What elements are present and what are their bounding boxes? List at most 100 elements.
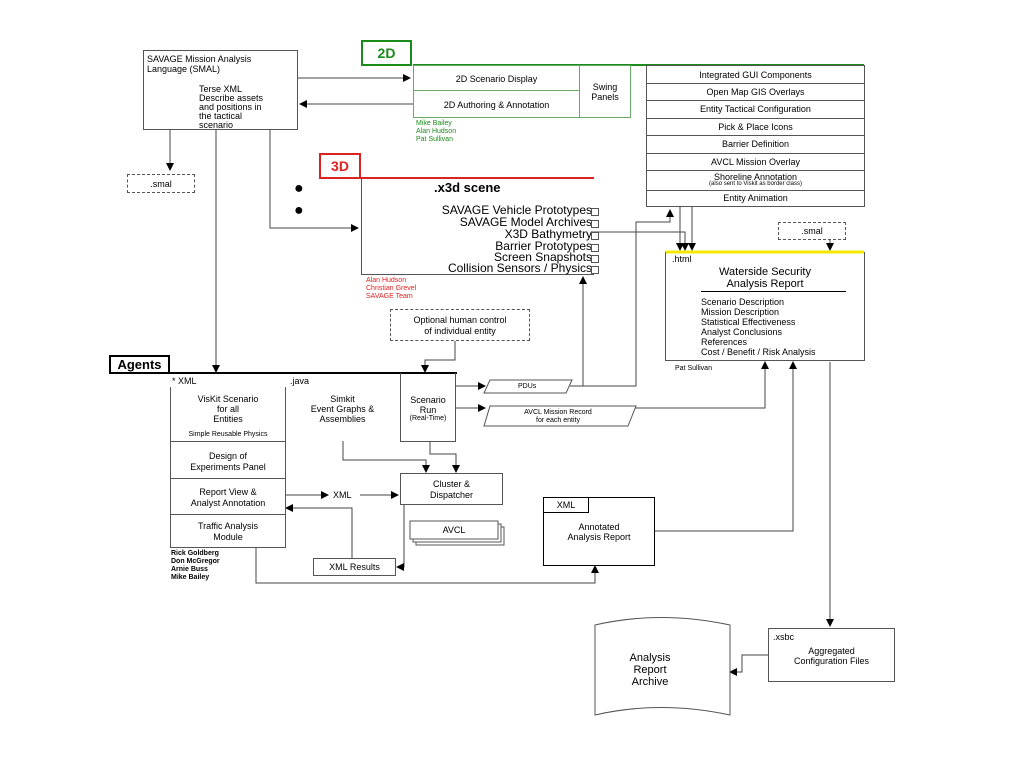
report-item-5: References — [701, 337, 748, 347]
swing-line1: Swing — [592, 82, 618, 92]
three-d-credit-3: SAVAGE Team — [366, 293, 413, 300]
gui-row-2: Open Map GIS Overlays — [647, 83, 864, 101]
two-d-authoring: 2D Authoring & Annotation — [413, 90, 580, 118]
report-credit: Pat Sullivan — [675, 365, 712, 372]
annotated-report: XML Annotated Analysis Report — [543, 497, 655, 566]
gui-components-panel: Integrated GUI Components Open Map GIS O… — [646, 65, 865, 207]
traffic-line2: Module — [213, 532, 243, 542]
report-title-line2: Analysis Report — [726, 278, 804, 290]
annotated-line2: Analysis Report — [567, 532, 631, 542]
smal-desc-line3: and positions in — [199, 102, 262, 112]
annotated-xml-tag-label: XML — [556, 500, 576, 510]
archive-line3: Archive — [631, 676, 669, 688]
cluster-line2: Dispatcher — [429, 490, 474, 500]
xsbc-file-label: .xsbc — [773, 632, 795, 642]
ellipsis-dot-2: ● — [294, 202, 304, 219]
x3d-scene-box: .x3d scene — [361, 178, 594, 275]
scenario-run-box: Scenario Run (Real-Time) — [400, 373, 456, 442]
archive-line2: Report — [633, 664, 667, 676]
xml-results-label: XML Results — [329, 562, 380, 572]
pdus-label: PDUs — [518, 383, 537, 390]
doe-line2: Experiments Panel — [190, 462, 266, 472]
agents-xml-label: * XML — [172, 376, 197, 386]
x3d-item-3: X3D Bathymetry — [504, 227, 592, 241]
agents-credit-2: Don McGregor — [171, 558, 220, 565]
cluster-line1: Cluster & — [432, 479, 470, 489]
report-item-4: Analyst Conclusions — [701, 327, 783, 337]
x3d-item-4: Barrier Prototypes — [495, 239, 592, 253]
report-item-1: Scenario Description — [701, 297, 785, 307]
avcl-stack-label: AVCL — [442, 525, 466, 535]
viskit-scenario: VisKit Scenario for all Entities Simple … — [170, 387, 286, 442]
x3d-scene-title: .x3d scene — [434, 180, 501, 195]
report-rule — [701, 291, 846, 292]
agents-credit-4: Mike Bailey — [171, 574, 210, 581]
agents-java-label: .java — [290, 376, 310, 386]
optional-control-box: Optional human control of individual ent… — [390, 309, 530, 341]
report-view-line1: Report View & — [199, 487, 257, 497]
gui-row-5: Barrier Definition — [647, 135, 864, 154]
gui-row-4: Pick & Place Icons — [647, 118, 864, 136]
report-item-3: Statistical Effectiveness — [701, 317, 796, 327]
smal-file-right: .smal — [778, 222, 846, 240]
two-d-scenario-display: 2D Scenario Display — [413, 65, 580, 91]
viskit-line2: for all — [216, 404, 239, 414]
report-file-label: .html — [672, 254, 692, 264]
swing-line2: Panels — [591, 92, 619, 102]
report-item-6: Cost / Benefit / Risk Analysis — [701, 347, 816, 357]
gui-row-7-label: Shoreline Annotation — [713, 172, 798, 182]
smal-desc-line5: scenario — [199, 120, 234, 130]
gui-row-3-label: Entity Tactical Configuration — [700, 104, 811, 114]
smal-desc-line4: the tactical — [199, 111, 243, 121]
tab-2d: 2D — [361, 40, 412, 66]
viskit-line1: VisKit Scenario — [197, 394, 259, 404]
report-view-line2: Analyst Annotation — [190, 498, 266, 508]
swing-panels: Swing Panels — [579, 65, 631, 118]
archive-line1: Analysis — [629, 652, 671, 664]
gui-row-5-label: Barrier Definition — [721, 139, 790, 149]
tab-3d: 3D — [319, 153, 361, 179]
viskit-note: Simple Reusable Physics — [188, 431, 268, 438]
doe-line1: Design of — [208, 451, 248, 461]
x3d-item-2: SAVAGE Model Archives — [459, 215, 592, 229]
viskit-line3: Entities — [213, 414, 243, 424]
tab-agents: Agents — [109, 355, 170, 374]
two-d-scenario-display-label: 2D Scenario Display — [455, 74, 538, 84]
aggregated-line2: Configuration Files — [793, 656, 870, 666]
x3d-item-ports — [591, 208, 599, 274]
gui-row-1-label: Integrated GUI Components — [699, 70, 812, 80]
scenario-run-line1: Scenario — [410, 395, 446, 405]
archive-shape — [594, 617, 731, 716]
ellipsis-dot-1: ● — [294, 180, 304, 197]
gui-row-4-label: Pick & Place Icons — [718, 122, 793, 132]
aggregated-line1: Aggregated — [808, 646, 855, 656]
report-view: Report View & Analyst Annotation — [170, 478, 286, 515]
x3d-item-1: SAVAGE Vehicle Prototypes — [441, 203, 592, 217]
gui-row-1: Integrated GUI Components — [647, 66, 864, 84]
x3d-item-5: Screen Snapshots — [493, 250, 592, 264]
report-item-2: Mission Description — [701, 307, 780, 317]
traffic-line1: Traffic Analysis — [197, 521, 259, 531]
avcl-record-line1: AVCL Mission Record — [524, 409, 592, 416]
gui-row-7: Shoreline Annotation (also sent to Viski… — [647, 170, 864, 191]
smal-desc-line1: Terse XML — [199, 84, 243, 94]
agents-credit-1: Rick Goldberg — [171, 550, 219, 557]
gui-row-2-label: Open Map GIS Overlays — [706, 87, 805, 97]
smal-file-left-label: .smal — [150, 179, 172, 189]
simkit-line1: Simkit — [330, 394, 355, 404]
shoreline-note: (also sent to Viskit as border class) — [709, 181, 802, 187]
gui-row-6-label: AVCL Mission Overlay — [710, 157, 801, 167]
smal-title-line2: Language (SMAL) — [147, 64, 221, 74]
x3d-item-6: Collision Sensors / Physics — [447, 261, 592, 275]
smal-file-right-label: .smal — [801, 226, 823, 236]
smal-file-left: .smal — [127, 174, 195, 193]
three-d-credit-1: Alan Hudson — [366, 277, 407, 284]
two-d-credit-3: Pat Sullivan — [416, 136, 453, 143]
smal-desc-line2: Describe assets — [199, 93, 264, 103]
smal-box: SAVAGE Mission Analysis Language (SMAL) … — [143, 50, 298, 130]
gui-row-3: Entity Tactical Configuration — [647, 100, 864, 119]
optional-control-line2: of individual entity — [424, 326, 496, 336]
aggregated-config: .xsbc Aggregated Configuration Files — [768, 628, 895, 682]
gui-row-8-label: Entity Animation — [723, 193, 788, 203]
cluster-dispatcher: Cluster & Dispatcher — [400, 473, 503, 505]
